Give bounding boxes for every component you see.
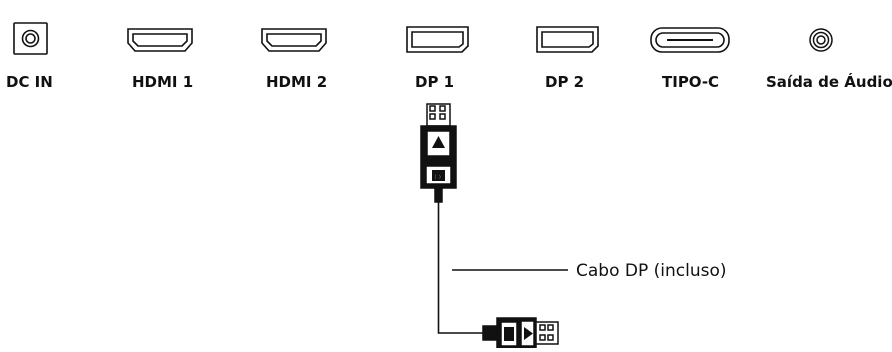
- displayport-cable-icon: D: [420, 103, 457, 203]
- port-label-dp-1: DP 1: [415, 73, 454, 91]
- dc-jack-icon: [13, 22, 48, 55]
- svg-text:D: D: [434, 173, 441, 183]
- port-label-dc-in: DC IN: [6, 73, 53, 91]
- port-label-hdmi-2: HDMI 2: [266, 73, 327, 91]
- port-label-hdmi-1: HDMI 1: [132, 73, 193, 91]
- displayport-icon: [536, 26, 599, 53]
- usb-c-port-icon: [650, 27, 730, 53]
- cable-label: Cabo DP (incluso): [576, 261, 727, 281]
- port-label-dp-2: DP 2: [545, 73, 584, 91]
- audio-jack-icon: [809, 28, 833, 52]
- port-label-audio-out: Saída de Áudio: [766, 72, 892, 91]
- displayport-icon: [406, 26, 469, 53]
- cable-line: [437, 202, 496, 334]
- port-label-tipo-c: TIPO-C: [662, 73, 719, 91]
- hdmi-port-icon: [261, 28, 327, 52]
- displayport-cable-icon: [482, 317, 559, 349]
- hdmi-port-icon: [127, 28, 193, 52]
